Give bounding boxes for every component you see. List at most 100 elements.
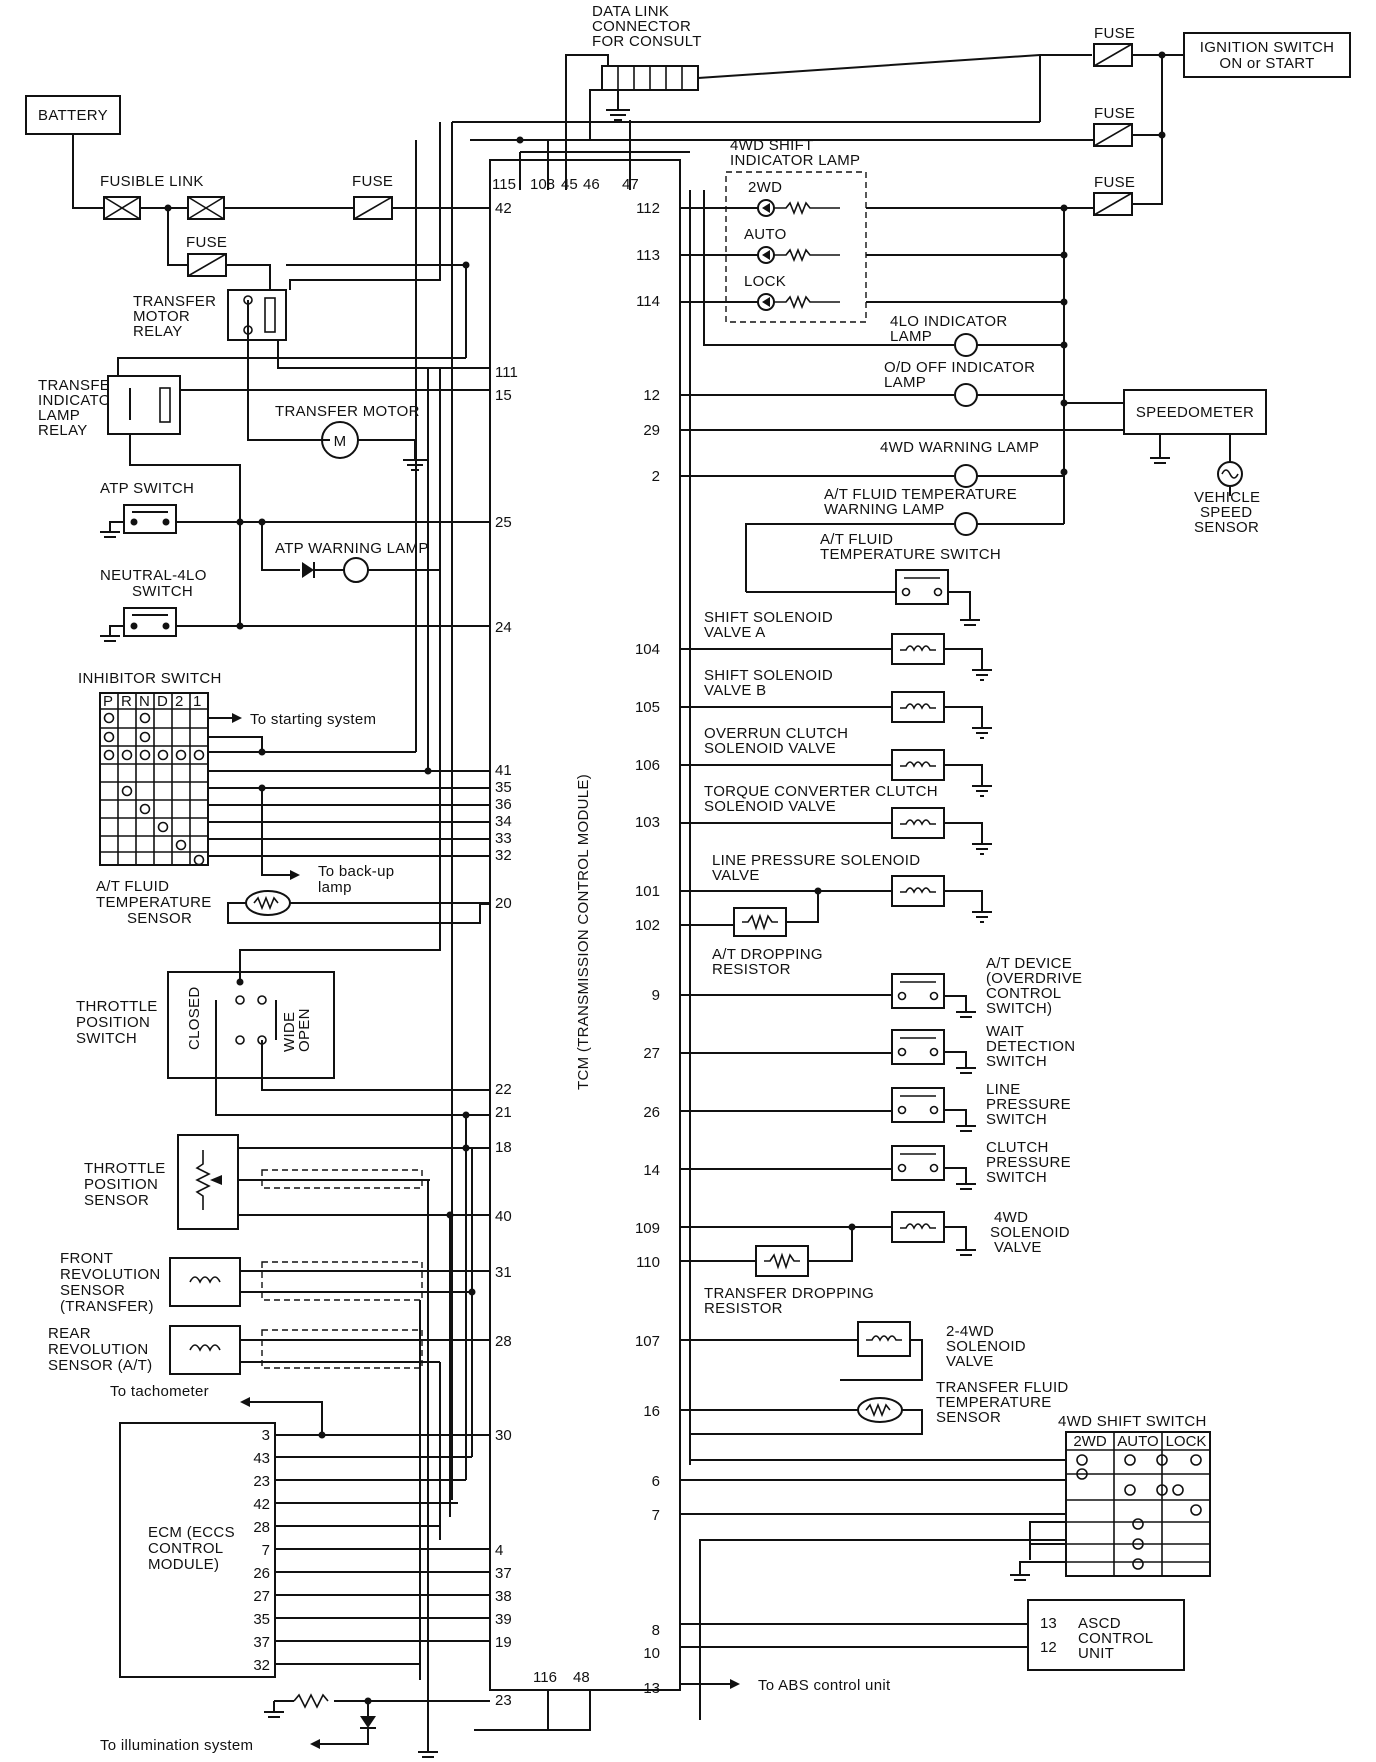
tcm-pin: 34: [495, 813, 512, 830]
to-starting-system: To starting system: [250, 711, 376, 728]
tps-switch-label: POSITION: [76, 1014, 150, 1031]
atdr-label: A/T DROPPING: [712, 946, 823, 963]
tcm-left-pins: 42 111 15 25 24 41 35 36 34 33 32 20 22 …: [495, 200, 518, 1709]
4wd-shift-switch: 2WD AUTO LOCK: [1065, 1431, 1211, 1577]
tps-label: POSITION: [84, 1176, 158, 1193]
tcm-pin: 30: [495, 1427, 512, 1444]
lamp-2wd-label: 2WD: [748, 179, 782, 196]
inhibitor-position: 1: [193, 693, 201, 710]
orc-label: SOLENOID VALVE: [704, 740, 836, 757]
atd-label: SWITCH): [986, 1000, 1052, 1017]
tcm-pin: 16: [643, 1403, 660, 1420]
rear-revolution-sensor: [169, 1325, 241, 1375]
transfer-indicator-lamp-relay: TRANSFER INDICATOR LAMP RELAY: [38, 375, 181, 439]
atd-label: (OVERDRIVE: [986, 970, 1082, 987]
vss-label: SENSOR: [1194, 519, 1259, 536]
fuse-label: FUSE: [1094, 174, 1135, 191]
atp-switch-label: ATP SWITCH: [100, 480, 194, 497]
tcm-pin: 42: [495, 200, 512, 217]
shift-indicator-label: INDICATOR LAMP: [730, 152, 860, 169]
to-backup-lamp: To back-up: [318, 863, 394, 880]
ecm-pin: 37: [253, 1634, 270, 1651]
tcc-label: SOLENOID VALVE: [704, 798, 836, 815]
tcm-pin: 14: [643, 1162, 660, 1179]
4wd-solenoid-valve: 4WD SOLENOID VALVE: [680, 1209, 1070, 1256]
fuse-ignition-3: FUSE: [1093, 174, 1135, 216]
ecm-pin: 32: [253, 1657, 270, 1674]
tcm-pin: 38: [495, 1588, 512, 1605]
2-4wd-solenoid-valve: 2-4WD SOLENOID VALVE: [680, 1321, 1026, 1381]
ascd-label: ASCD: [1078, 1615, 1121, 1632]
atf-temp-sensor-label: TEMPERATURE: [96, 894, 212, 911]
atd-label: A/T DEVICE: [986, 955, 1072, 972]
ecm-pin: 43: [253, 1450, 270, 1467]
svg-text:M: M: [334, 433, 347, 450]
tcm-pin: 25: [495, 514, 512, 531]
relay-label: TRANSFER: [38, 377, 121, 394]
ascd-pin: 12: [1040, 1639, 1057, 1656]
tcm-pin: 13: [643, 1680, 660, 1697]
tdr-label: RESISTOR: [704, 1300, 783, 1317]
relay-label: INDICATOR: [38, 392, 122, 409]
inhibitor-position: D: [157, 693, 168, 710]
transfer-motor-label: TRANSFER MOTOR: [275, 403, 420, 420]
neutral-4lo-label: NEUTRAL-4LO: [100, 567, 207, 584]
speedometer-label: SPEEDOMETER: [1136, 404, 1254, 421]
vss-label: VEHICLE: [1194, 489, 1260, 506]
ascd-pin: 13: [1040, 1615, 1057, 1632]
ascd-control-unit: 13 12 ASCD CONTROL UNIT: [1027, 1599, 1185, 1671]
tcm-pin: 110: [636, 1254, 660, 1271]
fuse-label: FUSE: [1094, 25, 1135, 42]
shift-switch-lock: LOCK: [1166, 1433, 1207, 1450]
tcm-pin: 36: [495, 796, 512, 813]
tcm-pin: 9: [652, 987, 660, 1004]
tcm-pin: 7: [652, 1507, 660, 1524]
to-tachometer: To tachometer: [110, 1383, 209, 1400]
tcm-pin: 26: [643, 1104, 660, 1121]
ecm-pin: 3: [262, 1427, 270, 1444]
fuse-ignition-2: FUSE: [1093, 105, 1135, 147]
ssa-label: SHIFT SOLENOID: [704, 609, 833, 626]
s24-label: VALVE: [946, 1353, 994, 1370]
inhibitor-position: 2: [175, 693, 183, 710]
atp-warning-lamp-label: ATP WARNING LAMP: [275, 540, 429, 557]
wait-label: DETECTION: [986, 1038, 1075, 1055]
atf-temp-warning-lamp: [954, 512, 978, 536]
tcm-pin: 107: [635, 1333, 660, 1350]
inhibitor-position: N: [139, 693, 150, 710]
fuse-label: FUSE: [1094, 105, 1135, 122]
data-link-connector: DATA LINK CONNECTOR FOR CONSULT: [592, 3, 701, 121]
tcm-pin: 46: [583, 176, 600, 193]
rear-rev-sensor-label: SENSOR (A/T): [48, 1357, 152, 1374]
fuse-label: FUSE: [186, 234, 227, 251]
tcm-pin: 32: [495, 847, 512, 864]
shift-switch-2wd: 2WD: [1073, 1433, 1107, 1450]
ecm-pin: 35: [253, 1611, 270, 1628]
atf-temp-sensor-label: A/T FLUID: [96, 878, 169, 895]
tcm-pin: 41: [495, 762, 512, 779]
tcm-pin: 113: [636, 247, 660, 264]
throttle-position-sensor: [177, 1134, 239, 1230]
tps-label: SENSOR: [84, 1192, 149, 1209]
data-link-label: CONNECTOR: [592, 18, 691, 35]
tcm-pin: 4: [495, 1542, 503, 1559]
transfer-motor: M: [248, 421, 427, 471]
indicator-auto: AUTO: [680, 226, 840, 264]
tcm-pin: 106: [635, 757, 660, 774]
tcm-pin: 19: [495, 1634, 512, 1651]
front-rev-sensor-label: SENSOR: [60, 1282, 125, 1299]
tcm-pin: 18: [495, 1139, 512, 1156]
tcm-pin: 31: [495, 1264, 512, 1281]
neutral-4lo-label: SWITCH: [132, 583, 193, 600]
ecm-label: ECM (ECCS: [148, 1524, 235, 1541]
tcm-pin: 10: [643, 1645, 660, 1662]
lps-label: VALVE: [712, 867, 760, 884]
clutch-pressure-switch: CLUTCH PRESSURE SWITCH: [680, 1139, 1071, 1190]
tft-label: TRANSFER FLUID: [936, 1379, 1069, 1396]
tcm-pin: 6: [652, 1473, 660, 1490]
ecm-pin: 7: [262, 1542, 270, 1559]
s24-label: SOLENOID: [946, 1338, 1026, 1355]
tcm-pin: 116: [533, 1669, 557, 1686]
tcm-pin: 45: [561, 176, 578, 193]
relay-label: MOTOR: [133, 308, 190, 325]
